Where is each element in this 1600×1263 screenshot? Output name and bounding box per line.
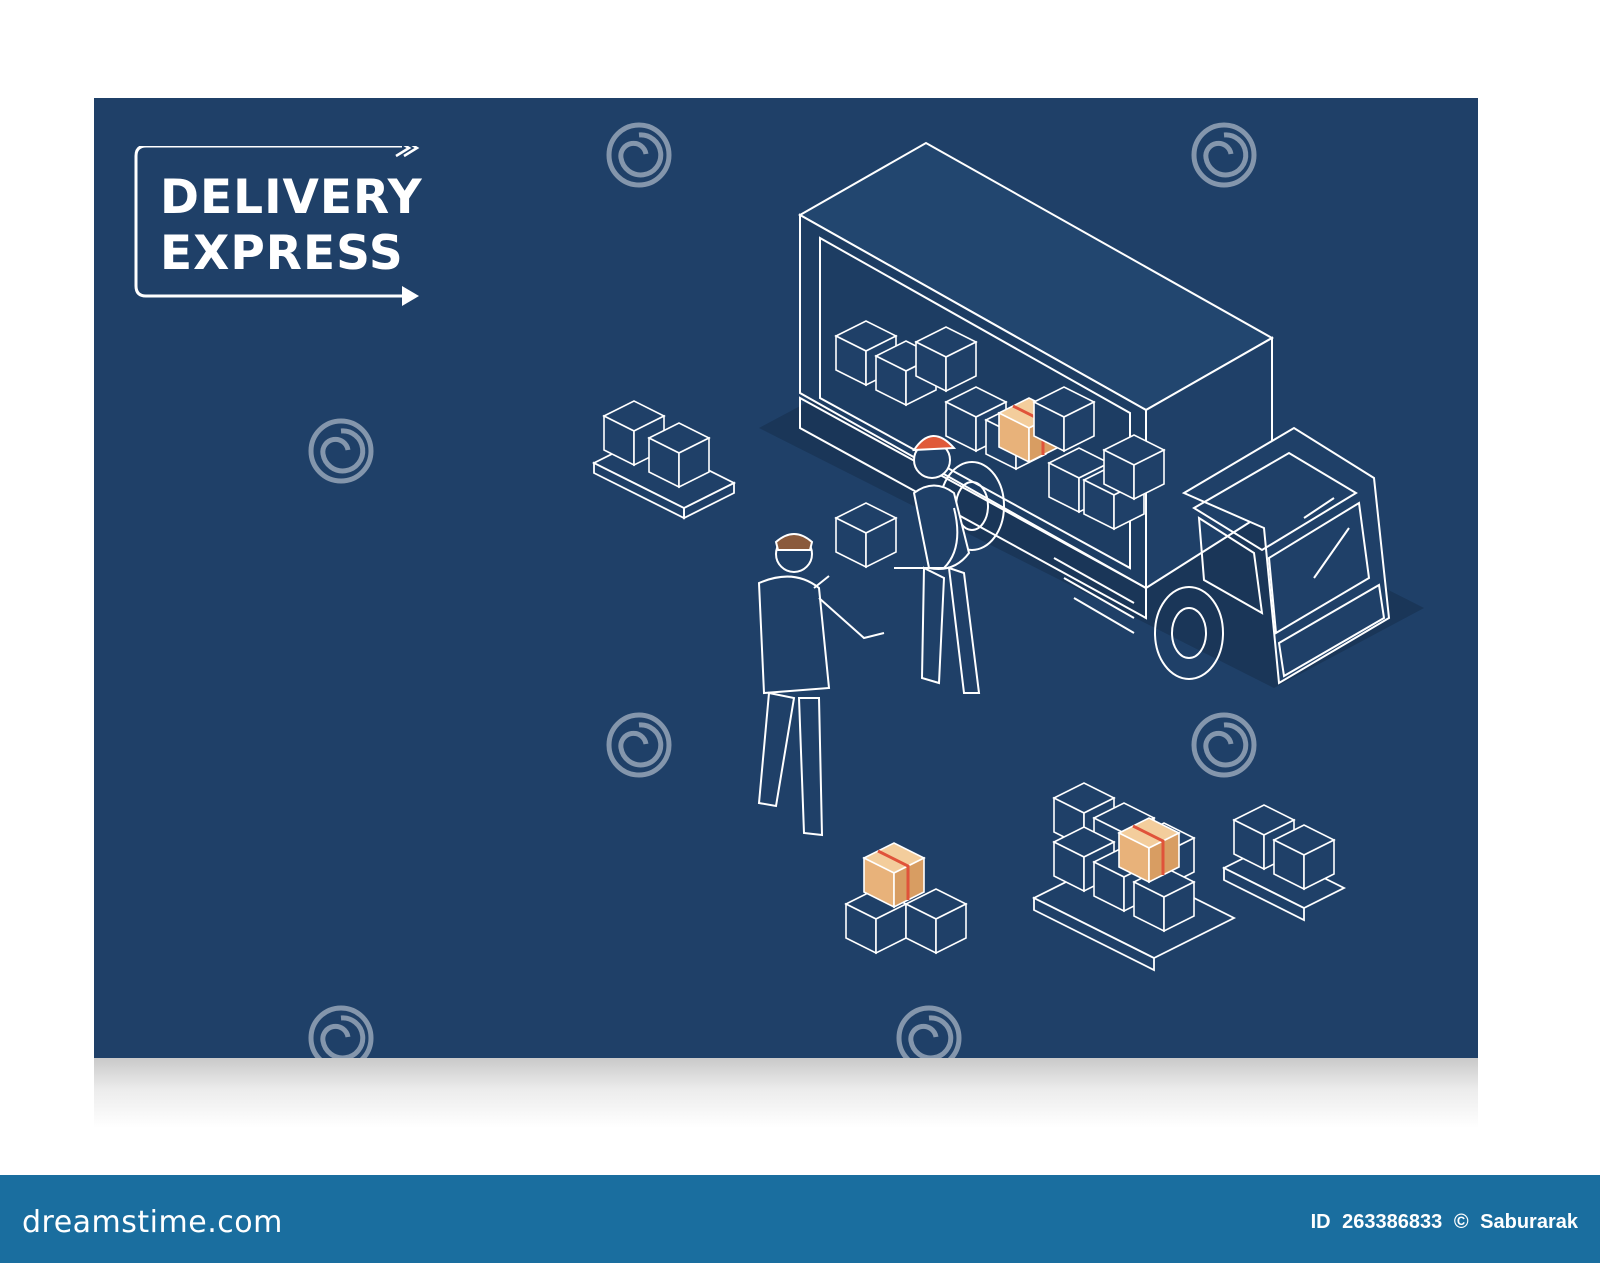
brand-link[interactable]: dreamstime.com (22, 1205, 283, 1240)
image-credit: ID 263386833 © Saburarak (1305, 1211, 1578, 1234)
copyright-symbol: © (1453, 1211, 1469, 1233)
delivery-express-logo: DELIVERY EXPRESS (134, 146, 424, 306)
watermark-spiral-icon (308, 418, 374, 484)
logo-title-line1: DELIVERY (160, 170, 423, 225)
delivery-scene-illustration (591, 141, 1424, 972)
watermark-spiral-icon (1191, 712, 1257, 778)
watermark-spiral-icon (896, 1005, 962, 1058)
watermark-spiral-icon (606, 122, 672, 188)
logo-frame-arrows (134, 146, 420, 306)
watermark-spiral-icon (606, 712, 672, 778)
id-value: 263386833 (1342, 1211, 1443, 1233)
logo-title-line2: EXPRESS (160, 226, 404, 281)
footer-bar: dreamstime.com ID 263386833 © Saburarak (0, 1175, 1600, 1263)
author-name[interactable]: Saburarak (1480, 1211, 1578, 1233)
poster-shadow (94, 1058, 1478, 1128)
id-label: ID (1310, 1211, 1331, 1233)
watermark-spiral-icon (1191, 122, 1257, 188)
poster: DELIVERY EXPRESS (94, 98, 1478, 1058)
watermark-spiral-icon (308, 1005, 374, 1058)
